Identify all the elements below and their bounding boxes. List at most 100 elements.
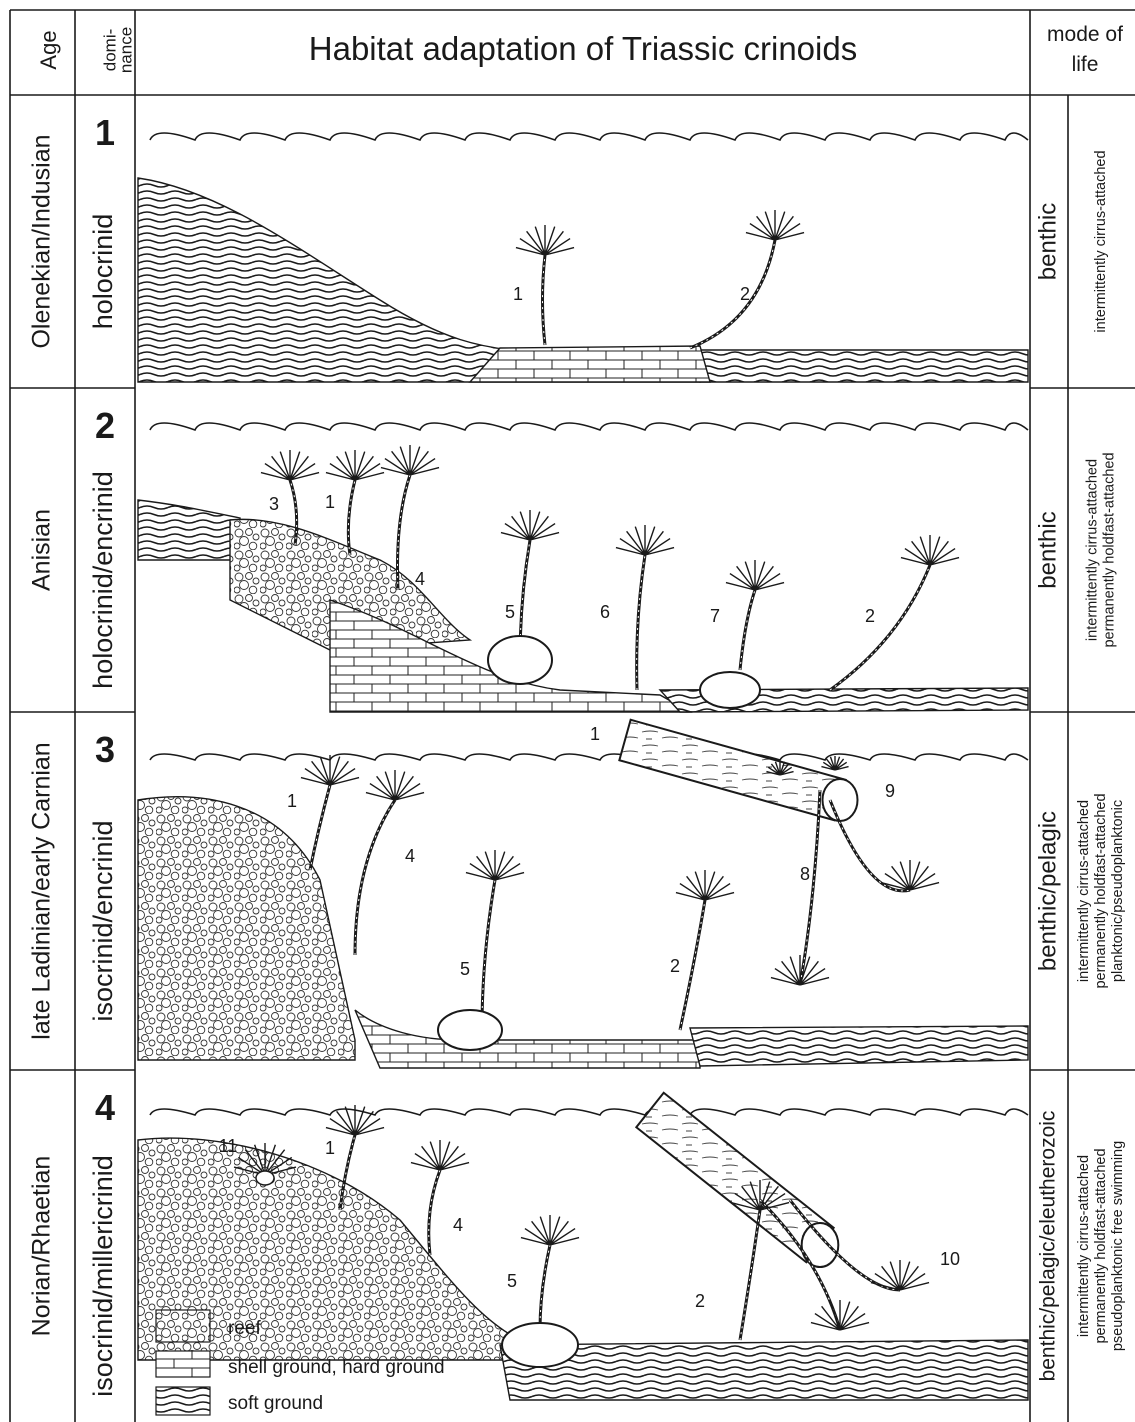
age-label-4: Norian/Rhaetian (28, 1156, 56, 1337)
dominance-header-line2: nance (116, 27, 135, 73)
crinoid-label-p2-5: 6 (600, 602, 610, 622)
driftwood-log-3 (619, 720, 845, 820)
crinoid-5-panel4-stalk (540, 1245, 550, 1330)
soft-ground-basin-4 (500, 1340, 1028, 1400)
crinoid-1-panel1-crown (516, 225, 574, 255)
crinoid-label-p3-4: 9 (885, 781, 895, 801)
legend-soft-swatch (156, 1387, 210, 1415)
crinoid-2-panel1-stalk (690, 240, 775, 348)
row-number-1: 1 (95, 112, 115, 153)
water-surface-4 (150, 1109, 1028, 1115)
crinoid-label-p2-1: 3 (269, 494, 279, 514)
crinoid-11-panel4-body (256, 1171, 274, 1185)
attachment-1-1: intermittently cirrus-attached (1093, 150, 1109, 332)
age-header: Age (36, 30, 61, 69)
crinoid-7-panel2-stalk (740, 590, 755, 670)
mode-of-life-4: benthic/pelagic/eleutherozoic (1037, 1111, 1060, 1382)
mode-of-life-1: benthic (1034, 203, 1061, 280)
crinoid-10b-panel4-crown (871, 1260, 929, 1290)
bivalve-shell-5-panel2 (488, 636, 552, 684)
mode-of-life-2: benthic (1034, 511, 1061, 588)
attachment-3-1: intermittently cirrus-attached (1076, 800, 1092, 982)
crinoid-label-p2-8: 1 (590, 724, 600, 744)
crinoid-label-p2-3: 4 (415, 569, 425, 589)
age-label-1: Olenekian/Indusian (28, 134, 56, 348)
crinoid-4-panel3-crown (366, 770, 424, 800)
dominance-label-1: holocrinid (88, 214, 118, 330)
crinoid-4-panel4-stalk (429, 1170, 440, 1255)
crinoid-label-p1-1: 1 (513, 284, 523, 304)
crinoid-8a-panel3-stalk (800, 790, 820, 985)
driftwood-log-3-end (823, 779, 858, 821)
crinoid-5-panel4-crown (521, 1215, 579, 1245)
attachment-4-1: intermittently cirrus-attached (1076, 1155, 1092, 1337)
dominance-label-4: isocrinid/millericrinid (88, 1155, 118, 1397)
legend-shell-label: shell ground, hard ground (228, 1357, 445, 1378)
crinoid-label-p1-2: 2 (740, 284, 750, 304)
mode-header-line1: mode of (1047, 23, 1123, 46)
water-surface-2 (150, 423, 1028, 430)
shell-ground-3 (355, 1010, 700, 1068)
dominance-label-2: holocrinid/encrinid (88, 471, 118, 689)
habitat-scenes (138, 133, 1028, 1400)
crinoid-4-panel3-stalk (355, 800, 395, 955)
crinoid-label-p4-3: 4 (453, 1215, 463, 1235)
crinoid-2-panel1-crown (746, 210, 804, 240)
crinoid-label-p2-7: 2 (865, 606, 875, 626)
crinoid-4-panel2-crown (381, 445, 439, 475)
mode-header-line2: life (1072, 53, 1099, 76)
header-row: Age domi- nance Habitat adaptation of Tr… (36, 23, 1123, 76)
dominance-label-3: isocrinid/encrinid (88, 820, 118, 1021)
row-number-3: 3 (95, 729, 115, 770)
legend-shell-swatch (156, 1351, 210, 1377)
crinoid-label-p4-2: 1 (325, 1138, 335, 1158)
crinoid-2-panel3-crown (676, 870, 734, 900)
crinoid-4-panel3-stalk-segments (355, 800, 395, 955)
reef-mass-3 (138, 797, 355, 1060)
legend-reef-swatch (156, 1310, 210, 1342)
soft-ground-basin-3 (690, 1026, 1028, 1066)
crinoid-5-panel2-crown (501, 510, 559, 540)
crinoid-2-panel1-stalk-segments (690, 240, 775, 348)
soft-ground-left-2 (138, 500, 240, 560)
crinoid-2-panel2-crown (901, 535, 959, 565)
mode-of-life-3: benthic/pelagic (1034, 811, 1061, 971)
bivalve-shell-7-panel2 (700, 672, 760, 708)
crinoid-label-p2-2: 1 (325, 492, 335, 512)
crinoid-1-panel3-crown (301, 755, 359, 785)
crinoid-label-p4-4: 5 (507, 1271, 517, 1291)
attachment-4-2: permanently holdfast-attached (1093, 1148, 1109, 1343)
crinoid-label-p4-6: 10 (940, 1249, 960, 1269)
age-label-2: Anisian (28, 509, 56, 591)
crinoid-label-p3-1: 1 (287, 791, 297, 811)
crinoid-label-p3-6: 2 (670, 956, 680, 976)
crinoid-2-panel2-stalk-segments (830, 565, 930, 690)
crinoid-1-panel2-crown (326, 450, 384, 480)
bivalve-shell-5-panel3 (438, 1010, 502, 1050)
water-surface-1 (150, 133, 1028, 140)
age-label-3: late Ladinian/early Carnian (28, 742, 56, 1039)
attachment-3-3: planktonic/pseudoplanktonic (1110, 800, 1126, 982)
attachment-2-2: permanently holdfast-attached (1101, 452, 1117, 647)
crinoid-10a-panel4-crown (811, 1300, 869, 1330)
water-surface-3 (150, 754, 1028, 760)
crinoid-5-panel3-crown (466, 850, 524, 880)
legend-reef-label: reef (228, 1318, 261, 1339)
crinoid-3-panel2-crown (261, 450, 319, 480)
crinoid-label-p2-4: 5 (505, 602, 515, 622)
crinoid-8b-panel3-crown (881, 860, 939, 890)
attachment-4-3: pseudoplanktonic free swimming (1110, 1141, 1126, 1351)
crinoid-2-panel2-stalk (830, 565, 930, 690)
row-number-4: 4 (95, 1087, 115, 1128)
crinoid-label-p3-5: 5 (460, 959, 470, 979)
crinoid-4-panel4-crown (411, 1140, 469, 1170)
crinoid-8a-panel3-crown (771, 955, 829, 985)
attachment-2-1: intermittently cirrus-attached (1084, 459, 1100, 641)
crinoid-label-p4-5: 2 (695, 1291, 705, 1311)
crinoid-7-panel2-crown (726, 560, 784, 590)
bivalve-shell-5-panel4 (502, 1323, 578, 1367)
attachment-3-2: permanently holdfast-attached (1093, 793, 1109, 988)
diagram-title: Habitat adaptation of Triassic crinoids (309, 30, 857, 67)
row-number-2: 2 (95, 405, 115, 446)
